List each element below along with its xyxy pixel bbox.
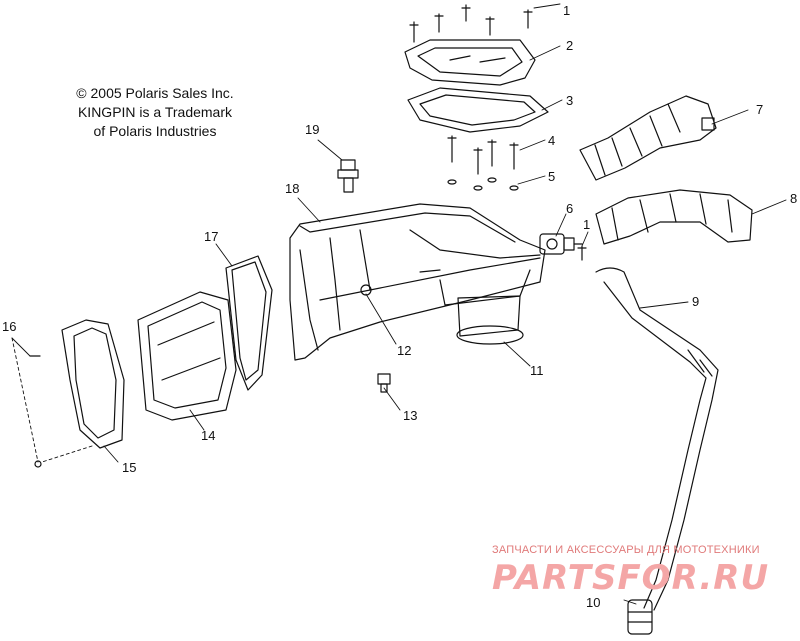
callout-19: 19 <box>305 122 319 137</box>
filter-gasket <box>225 255 273 391</box>
callout-9: 9 <box>692 294 699 309</box>
cover-gasket <box>407 87 549 133</box>
copyright-line-2: KINGPIN is a Trademark <box>77 104 233 120</box>
callout-7: 7 <box>756 102 763 117</box>
callout-4: 4 <box>548 133 555 148</box>
fitting <box>377 373 391 393</box>
copyright-line-3: of Polaris Industries <box>93 123 217 139</box>
callout-10: 10 <box>586 595 600 610</box>
watermark-logo: PARTSFOR.RU <box>492 558 770 598</box>
callout-16: 16 <box>2 319 16 334</box>
callout-6: 6 <box>566 201 573 216</box>
top-screws <box>409 4 533 43</box>
callout-8: 8 <box>790 191 797 206</box>
callout-1: 1 <box>563 3 570 18</box>
airbox-cover <box>404 39 536 86</box>
drain-hose <box>595 267 719 635</box>
end-cover <box>29 319 125 468</box>
callout-12: 12 <box>397 343 411 358</box>
copyright-line-1: © 2005 Polaris Sales Inc. <box>76 85 234 101</box>
sensor-fitting <box>337 159 359 193</box>
callout-13: 13 <box>403 408 417 423</box>
bolts-and-washers <box>447 135 519 191</box>
callout-3: 3 <box>566 93 573 108</box>
callout-1-actuator: 1 <box>583 217 590 232</box>
actuator <box>539 233 583 255</box>
callout-14: 14 <box>201 428 215 443</box>
callout-5: 5 <box>548 169 555 184</box>
intake-duct-lower <box>595 189 753 245</box>
airbox-body <box>289 203 546 361</box>
callout-18: 18 <box>285 181 299 196</box>
callout-11: 11 <box>530 363 544 378</box>
filter-element <box>137 291 237 421</box>
callout-17: 17 <box>204 229 218 244</box>
callout-2: 2 <box>566 38 573 53</box>
watermark-tagline: ЗАПЧАСТИ И АКСЕССУАРЫ ДЛЯ МОТОТЕХНИКИ <box>492 544 760 556</box>
callout-15: 15 <box>122 460 136 475</box>
copyright-notice: © 2005 Polaris Sales Inc. KINGPIN is a T… <box>40 84 270 141</box>
intake-duct-upper <box>579 95 717 181</box>
